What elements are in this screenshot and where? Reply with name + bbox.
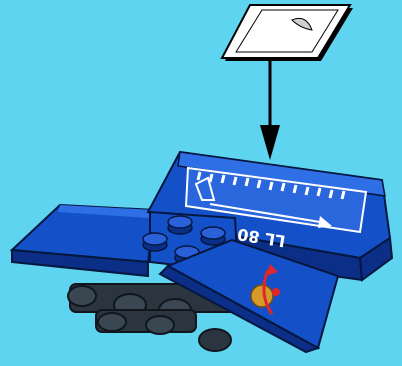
left-wing [12, 205, 155, 276]
stud [201, 227, 225, 245]
down-arrow-icon [260, 58, 280, 160]
stud [168, 216, 192, 234]
stud [143, 233, 167, 251]
sticker-sheet-icon [222, 5, 353, 61]
